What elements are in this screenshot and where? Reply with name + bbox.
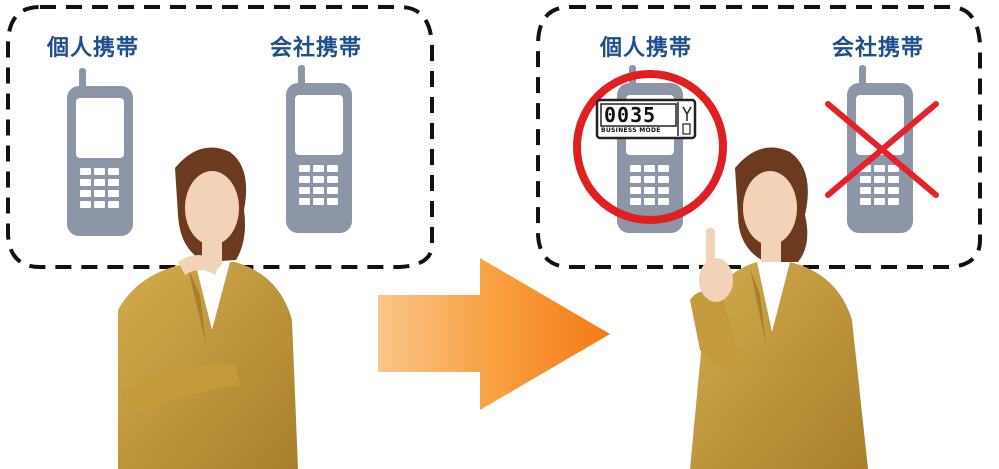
badge-number: 0035 xyxy=(604,103,657,127)
left-company-phone-icon xyxy=(286,65,352,233)
left-personal-phone-label: 個人携帯 xyxy=(47,36,140,61)
badge-icon xyxy=(595,98,697,140)
right-personal-phone-label: 個人携帯 xyxy=(600,36,693,61)
cross-mark-icon xyxy=(825,101,939,198)
left-dashed-frame xyxy=(6,5,434,269)
left-personal-phone-icon xyxy=(67,68,133,236)
badge-mode: BUSINESS MODE xyxy=(601,127,661,134)
right-personal-phone-icon xyxy=(617,65,683,233)
right-company-phone-label: 会社携帯 xyxy=(832,36,925,61)
left-woman-figure xyxy=(118,147,298,469)
arrow-right-icon xyxy=(378,258,610,410)
right-woman-figure xyxy=(690,147,868,469)
highlight-circle-icon xyxy=(573,70,727,224)
right-dashed-frame xyxy=(536,5,982,269)
left-company-phone-label: 会社携帯 xyxy=(270,36,363,61)
